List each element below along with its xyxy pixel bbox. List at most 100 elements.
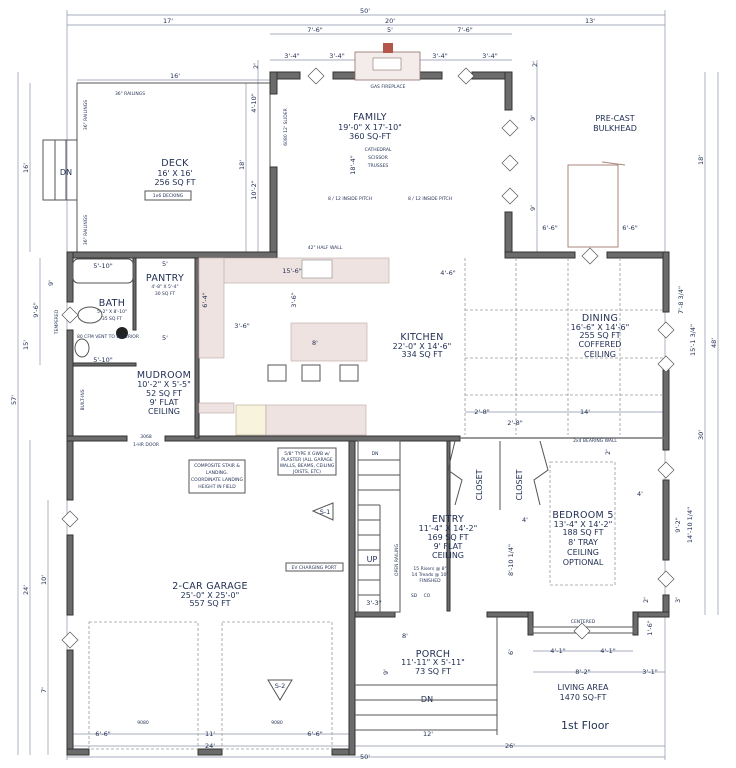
window-tag-icon	[61, 306, 79, 324]
svg-text:169 SQ FT: 169 SQ FT	[427, 533, 468, 542]
section-marker-s1	[311, 502, 334, 521]
dimension-label: 2'	[252, 63, 260, 69]
closet-doors	[447, 440, 549, 510]
window-tag-icon	[657, 321, 675, 339]
svg-text:PANTRY: PANTRY	[146, 273, 184, 284]
dimension-label: 8'-10 1/4"	[507, 544, 515, 576]
dimension-label: 3'-4"	[432, 52, 447, 60]
section-marker-s2	[267, 679, 293, 701]
coffered-ceiling	[464, 258, 663, 435]
kitchen-sink-icon	[301, 259, 333, 279]
dimension-label: 15'	[22, 340, 30, 350]
dimension-label: 50'	[360, 7, 370, 15]
svg-text:PORCH: PORCH	[416, 649, 451, 660]
svg-text:8 / 12 INSIDE PITCH: 8 / 12 INSIDE PITCH	[328, 196, 372, 202]
window-tag-icon	[581, 247, 599, 265]
svg-text:73 SQ FT: 73 SQ FT	[415, 667, 451, 676]
svg-text:5'-2" X 8'-10": 5'-2" X 8'-10"	[97, 309, 127, 315]
dimension-label: 8'-2"	[575, 668, 590, 676]
dimension-label: 14'	[580, 408, 590, 416]
dimension-label: 17'	[163, 17, 173, 25]
garage-door-left	[88, 621, 199, 750]
dimension-label: 4'-10"	[250, 93, 258, 113]
window-tag-icon	[657, 355, 675, 373]
svg-text:LANDING.: LANDING.	[206, 470, 228, 476]
svg-text:FAMILY: FAMILY	[353, 112, 387, 123]
svg-text:LIVING AREA: LIVING AREA	[558, 683, 609, 692]
dimension-label: 9'	[529, 115, 537, 121]
dimension-label: 2'-8"	[474, 408, 489, 416]
room-dining: DINING 16'-6" X 14'-6" 255 SQ FT COFFERE…	[571, 313, 630, 359]
dimension-label: 13'	[585, 17, 595, 25]
dimension-label: 30'	[697, 430, 705, 440]
dimension-label: 3'-6"	[290, 292, 298, 307]
range-icon	[235, 404, 267, 436]
svg-text:19'-0" X 17'-10": 19'-0" X 17'-10"	[338, 123, 402, 132]
dimension-label: 7'	[40, 687, 48, 693]
svg-text:HEIGHT IN FIELD: HEIGHT IN FIELD	[198, 484, 236, 490]
svg-text:S-2: S-2	[275, 682, 286, 690]
svg-text:360 SQ-FT: 360 SQ-FT	[349, 132, 391, 141]
svg-text:4'-8" X 5'-4": 4'-8" X 5'-4"	[151, 284, 178, 290]
window-tag-icon	[457, 67, 475, 85]
dimension-label: 2'	[642, 597, 650, 603]
dimension-label: 11'	[205, 730, 215, 738]
room-kitchen: KITCHEN 22'-0" X 14'-6" 334 SQ FT	[393, 332, 452, 359]
dimension-label: 26'	[505, 742, 515, 750]
room-porch: PORCH 11'-11" X 5'-11" 73 SQ FT	[401, 649, 465, 676]
dimension-label: 6'-6"	[542, 224, 557, 232]
svg-text:BATH: BATH	[99, 298, 125, 309]
sink-icon	[74, 338, 90, 358]
decking-note-box	[144, 190, 192, 201]
dimension-label: 3'-3"	[366, 599, 381, 607]
window-tag-icon	[657, 570, 675, 588]
svg-text:SD: SD	[411, 593, 418, 599]
dimension-label: 3'-4"	[284, 52, 299, 60]
dimension-label: 5'-10"	[93, 262, 113, 270]
garage-door-right	[221, 621, 333, 750]
svg-text:OPEN RAILING: OPEN RAILING	[394, 544, 400, 576]
svg-text:8 / 12 INSIDE PITCH: 8 / 12 INSIDE PITCH	[408, 196, 452, 202]
window-tag-icon	[501, 187, 519, 205]
room-closet-1: CLOSET	[475, 469, 484, 500]
dimension-label: 16'	[22, 163, 30, 173]
svg-text:25'-0" X 25'-0": 25'-0" X 25'-0"	[181, 591, 240, 600]
svg-text:BULKHEAD: BULKHEAD	[593, 124, 637, 133]
svg-text:CEILING: CEILING	[148, 407, 180, 416]
dimension-label: 16'	[170, 72, 180, 80]
dimension-label: 20'	[385, 17, 395, 25]
dimension-label: 9'	[529, 205, 537, 211]
dimension-label: 2'	[531, 61, 539, 67]
svg-text:COFFERED: COFFERED	[579, 340, 622, 349]
svg-text:36" RAILINGS: 36" RAILINGS	[115, 91, 145, 97]
svg-text:36" RAILINGS: 36" RAILINGS	[83, 215, 89, 245]
svg-text:22'-0" X 14'-6": 22'-0" X 14'-6"	[393, 342, 452, 351]
svg-text:1470 SQ-FT: 1470 SQ-FT	[560, 693, 607, 702]
svg-text:ENTRY: ENTRY	[432, 514, 464, 525]
dimension-label: 6'-6"	[95, 730, 110, 738]
svg-text:9080: 9080	[271, 720, 283, 726]
svg-text:255 SQ FT: 255 SQ FT	[579, 331, 620, 340]
plaster-note-box	[277, 447, 337, 476]
dimension-label: 3'-4"	[329, 52, 344, 60]
dimension-label: 3'-1"	[642, 668, 657, 676]
walls	[66, 71, 670, 756]
window-tag-icon	[307, 67, 325, 85]
chimney-icon	[383, 43, 393, 53]
dimension-label: 10'	[40, 575, 48, 585]
svg-text:COMPOSITE STAIR &: COMPOSITE STAIR &	[194, 463, 240, 469]
tray-ceiling-outline	[549, 461, 616, 586]
dimension-label: 7'-8 3/4"	[677, 286, 685, 314]
svg-text:EV CHARGING PORT: EV CHARGING PORT	[292, 565, 337, 571]
dimension-label: 6'-4"	[201, 292, 209, 307]
dimension-label: 4'	[522, 516, 528, 524]
svg-text:DN: DN	[372, 451, 379, 457]
dimension-label: 2'	[604, 449, 612, 455]
dimension-label: 24'	[205, 742, 215, 750]
svg-text:52 SQ FT: 52 SQ FT	[146, 389, 182, 398]
ev-note-box	[285, 562, 344, 572]
svg-text:CENTERED: CENTERED	[571, 619, 596, 625]
bathtub-icon	[72, 258, 134, 284]
dimension-label: 5'-10"	[93, 356, 113, 364]
dimension-label: 3'	[674, 597, 682, 603]
